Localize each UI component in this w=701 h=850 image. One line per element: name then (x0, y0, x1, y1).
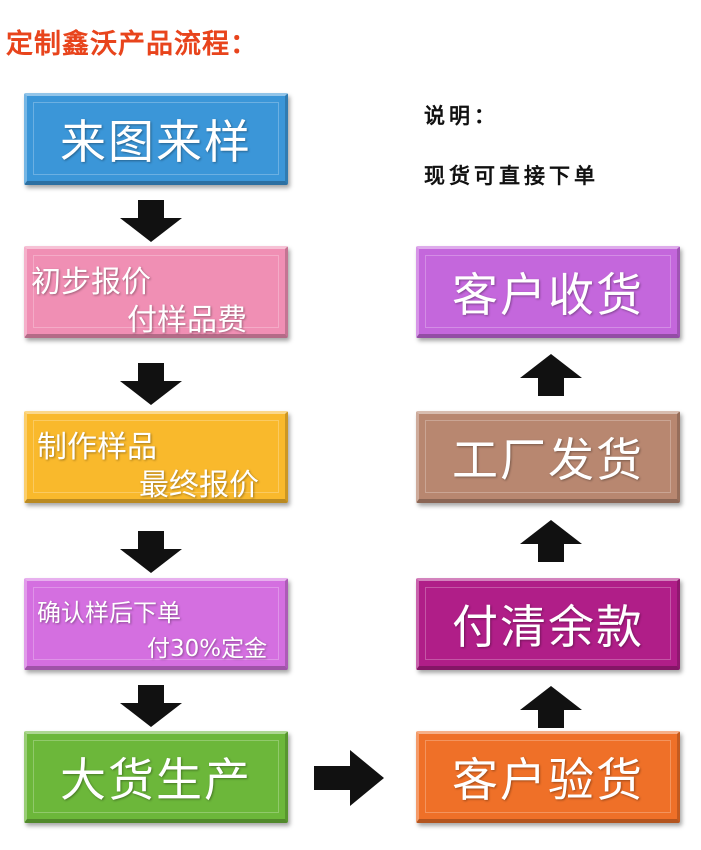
step-label-line2: 付30%定金 (147, 636, 268, 662)
arrow-up-icon (520, 354, 582, 396)
step-sample-received: 来图来样 (24, 93, 288, 185)
arrow-down-icon (120, 685, 182, 727)
step-make-sample: 制作样品 最终报价 (24, 411, 288, 503)
page-title: 定制鑫沃产品流程： (6, 29, 258, 60)
arrow-down-icon (120, 200, 182, 242)
step-label-line1: 制作样品 (37, 430, 157, 465)
step-label-line1: 确认样后下单 (37, 599, 181, 627)
step-label: 客户收货 (452, 267, 644, 322)
box-bevel (425, 420, 671, 493)
box-bevel (425, 255, 671, 328)
step-confirm-order: 确认样后下单 付30%定金 (24, 578, 288, 670)
arrow-right-icon (314, 750, 384, 806)
arrow-up-icon (520, 520, 582, 562)
step-label: 客户验货 (452, 752, 644, 807)
arrow-down-icon (120, 531, 182, 573)
box-bevel (33, 740, 279, 813)
box-bevel (33, 102, 279, 175)
box-bevel (33, 255, 279, 328)
step-label-line2: 最终报价 (139, 468, 259, 503)
step-label: 工厂发货 (452, 432, 644, 487)
step-initial-quote: 初步报价 付样品费 (24, 246, 288, 338)
box-bevel (425, 740, 671, 813)
box-bevel (33, 587, 279, 660)
step-customer-inspects: 客户验货 (416, 731, 680, 823)
arrow-up-icon (520, 686, 582, 728)
note-heading: 说明： (424, 103, 499, 128)
step-label-line1: 初步报价 (31, 265, 151, 300)
box-bevel (425, 587, 671, 660)
step-factory-ships: 工厂发货 (416, 411, 680, 503)
box-bevel (33, 420, 279, 493)
note-text: 现货可直接下单 (424, 163, 599, 188)
step-mass-production: 大货生产 (24, 731, 288, 823)
arrow-down-icon (120, 363, 182, 405)
step-label-line2: 付样品费 (127, 303, 247, 338)
step-pay-balance: 付清余款 (416, 578, 680, 670)
step-label: 付清余款 (452, 599, 644, 654)
step-label: 来图来样 (60, 114, 252, 169)
step-label: 大货生产 (60, 752, 252, 807)
step-customer-receives: 客户收货 (416, 246, 680, 338)
